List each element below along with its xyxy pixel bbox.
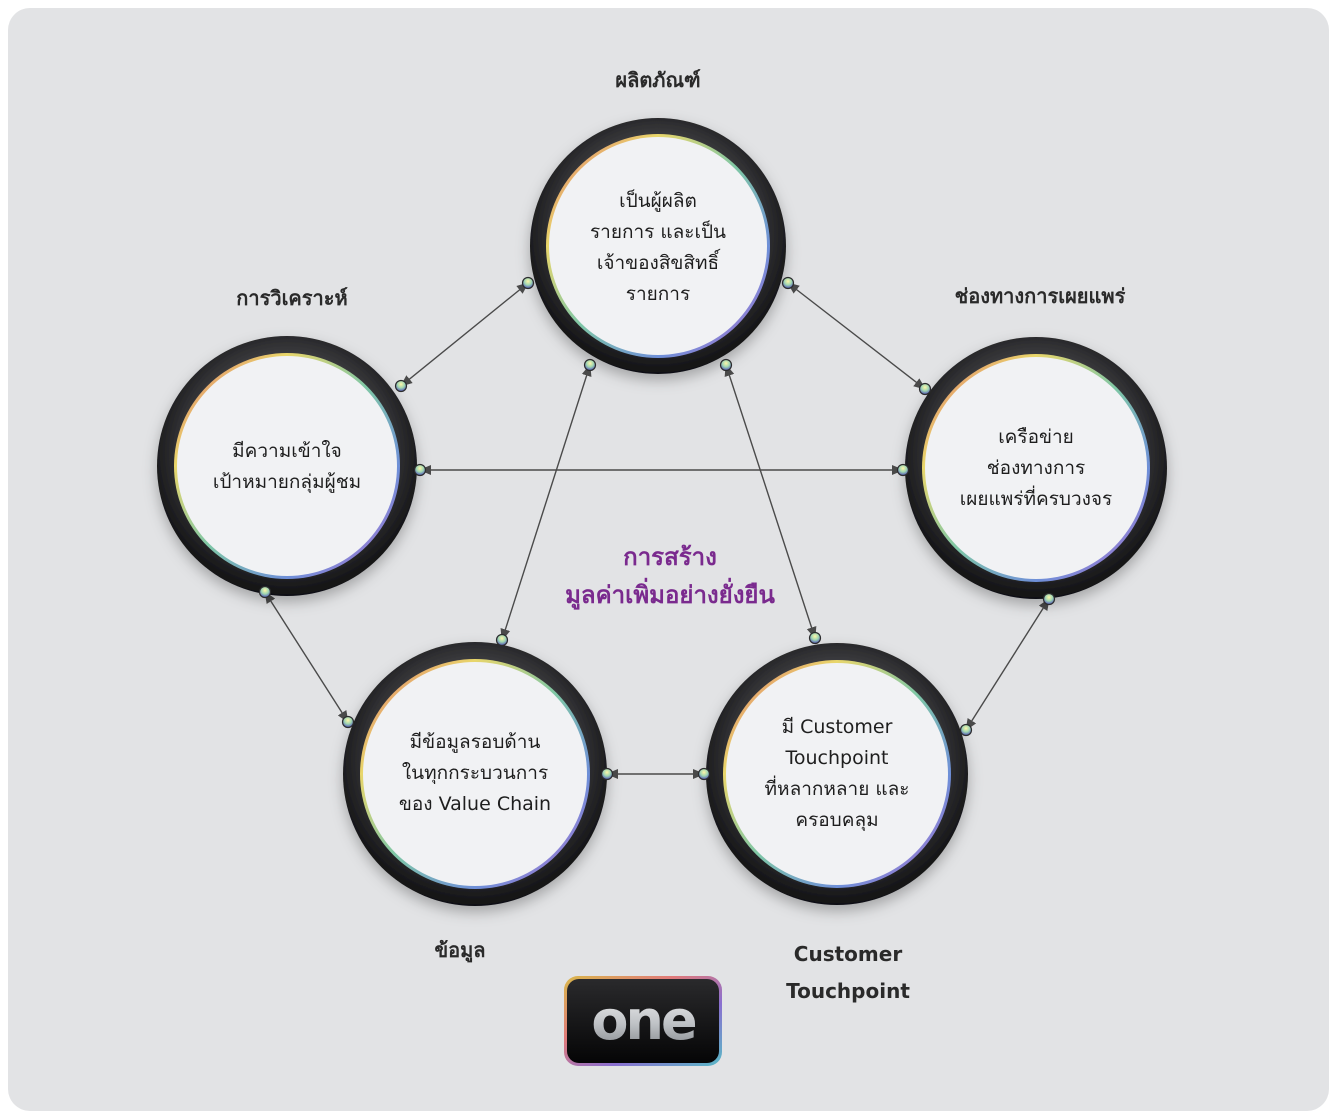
connector-dot <box>495 633 509 647</box>
text-line: ของ Value Chain <box>398 793 552 815</box>
circle-analysis <box>157 336 417 596</box>
data-description: มีข้อมูลรอบด้าน ในทุกกระบวนการ ของ Value… <box>380 727 570 820</box>
text-line: เป้าหมายกลุ่มผู้ชม <box>212 471 362 493</box>
connector-product-distribution <box>787 282 926 390</box>
center-title-line: มูลค่าเพิ่มอย่างยั่งยืน <box>565 581 775 609</box>
circle-touchpoint <box>706 643 968 905</box>
logo-wordmark: one <box>591 989 696 1052</box>
label-distribution: ช่องทางการเผยแพร่ <box>954 284 1126 308</box>
connector-product-touchpoint <box>724 364 817 639</box>
label-product: ผลิตภัณฑ์ <box>615 68 701 92</box>
connector-dot <box>918 382 932 396</box>
text-line: รายการ <box>625 283 691 305</box>
product-description: เป็นผู้ผลิต รายการ และเป็น เจ้าของสิขสิท… <box>568 186 748 310</box>
distribution-description: เครือข่าย ช่องทางการ เผยแพร่ที่ครบวงจร <box>940 422 1132 515</box>
connector-dot <box>719 358 733 372</box>
text-line: มีข้อมูลรอบด้าน <box>409 731 541 753</box>
connector-dot <box>697 767 711 781</box>
text-line: รายการ และเป็น <box>589 221 727 243</box>
label-data: ข้อมูล <box>434 938 486 962</box>
connector-dot <box>781 276 795 290</box>
center-title: การสร้าง มูลค่าเพิ่มอย่างยั่งยืน <box>470 538 870 614</box>
analysis-description: มีความเข้าใจ เป้าหมายกลุ่มผู้ชม <box>192 436 382 498</box>
connector-dot <box>521 276 535 290</box>
text-line: ครอบคลุม <box>795 809 879 831</box>
text-line: เป็นผู้ผลิต <box>619 190 697 212</box>
text-line: Touchpoint <box>785 747 889 769</box>
circle-distribution <box>905 337 1167 599</box>
text-line: ในทุกกระบวนการ <box>401 762 549 784</box>
connector-dot <box>1042 592 1056 606</box>
connector-dot <box>341 715 355 729</box>
connector-distribution-touchpoint <box>965 598 1050 731</box>
connector-dot <box>959 723 973 737</box>
text-line: มีความเข้าใจ <box>232 440 342 462</box>
text-line: เผยแพร่ที่ครบวงจร <box>959 488 1113 510</box>
connector-dot <box>258 585 272 599</box>
connector-dot <box>808 631 822 645</box>
connector-analysis-product <box>400 282 529 387</box>
circle-data <box>343 642 607 906</box>
connector-dot <box>413 463 427 477</box>
text-line: เครือข่าย <box>998 426 1074 448</box>
connector-dot <box>896 463 910 477</box>
circle-product <box>530 118 786 374</box>
text-line: เจ้าของสิขสิทธิ์ <box>596 252 720 274</box>
connector-product-data <box>500 364 592 641</box>
one-logo: one <box>564 976 722 1066</box>
connectors <box>264 282 1050 779</box>
text-line: มี Customer <box>781 716 893 738</box>
center-title-line: การสร้าง <box>623 543 717 571</box>
connector-analysis-data <box>264 591 349 723</box>
connector-dot <box>583 358 597 372</box>
text-line: ที่หลากหลาย และ <box>764 778 910 800</box>
connector-dot <box>600 767 614 781</box>
text-line: ช่องทางการ <box>986 457 1086 479</box>
connector-dots <box>258 276 1056 781</box>
touchpoint-description: มี Customer Touchpoint ที่หลากหลาย และ ค… <box>747 712 927 836</box>
label-touchpoint: Customer Touchpoint <box>786 942 910 1003</box>
label-analysis: การวิเคราะห์ <box>236 286 348 310</box>
connector-dot <box>394 379 408 393</box>
